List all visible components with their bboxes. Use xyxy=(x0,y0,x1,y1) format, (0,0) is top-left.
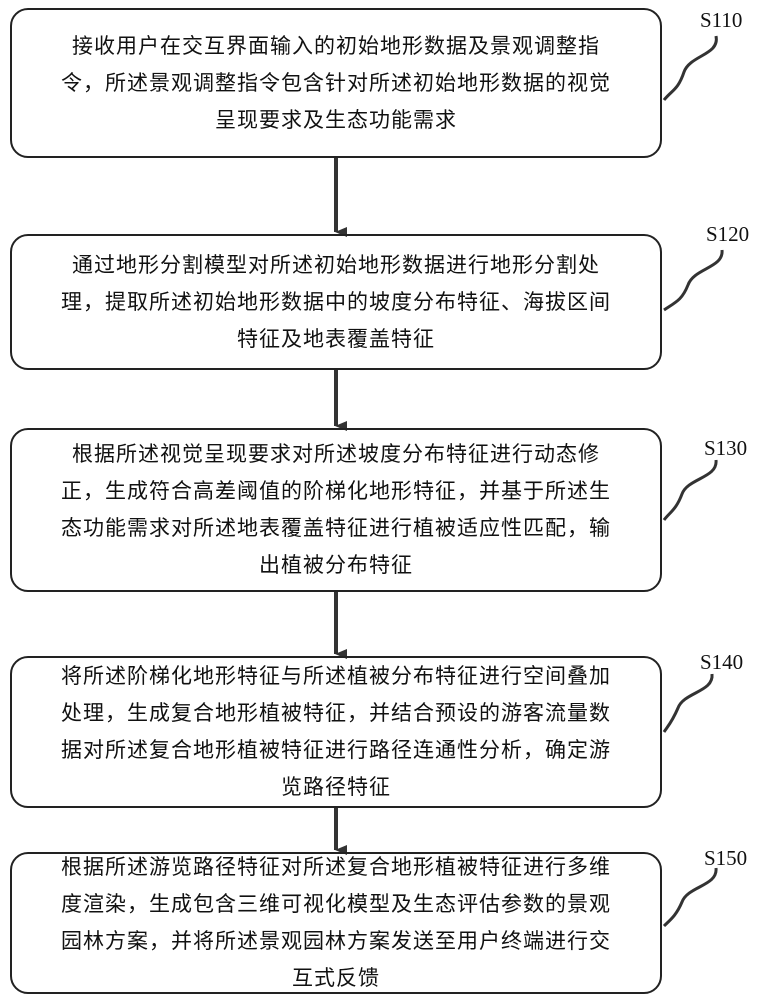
step-label-s110: S110 xyxy=(700,8,742,33)
step-label-s130: S130 xyxy=(704,436,747,461)
step-box-s150: 根据所述游览路径特征对所述复合地形植被特征进行多维 度渲染，生成包含三维可视化模… xyxy=(10,852,662,994)
step-text-line: 正，生成符合高差阈值的阶梯化地形特征，并基于所述生 xyxy=(61,473,611,510)
leader-s130 xyxy=(664,460,716,520)
step-text-line: 园林方案，并将所述景观园林方案发送至用户终端进行交 xyxy=(61,923,611,960)
step-box-s110: 接收用户在交互界面输入的初始地形数据及景观调整指 令，所述景观调整指令包含针对所… xyxy=(10,8,662,158)
leader-s120 xyxy=(664,250,722,310)
step-box-s140: 将所述阶梯化地形特征与所述植被分布特征进行空间叠加 处理，生成复合地形植被特征，… xyxy=(10,656,662,808)
step-text-line: 根据所述游览路径特征对所述复合地形植被特征进行多维 xyxy=(61,849,611,886)
step-text-line: 据对所述复合地形植被特征进行路径连通性分析，确定游 xyxy=(61,732,611,769)
step-text-line: 根据所述视觉呈现要求对所述坡度分布特征进行动态修 xyxy=(72,436,600,473)
step-box-s120: 通过地形分割模型对所述初始地形数据进行地形分割处 理，提取所述初始地形数据中的坡… xyxy=(10,234,662,370)
leader-s140 xyxy=(664,674,712,732)
step-text-line: 态功能需求对所述地表覆盖特征进行植被适应性匹配，输 xyxy=(61,510,611,547)
step-text-line: 出植被分布特征 xyxy=(259,547,413,584)
step-text-line: 互式反馈 xyxy=(292,960,380,997)
step-text-line: 处理，生成复合地形植被特征，并结合预设的游客流量数 xyxy=(61,695,611,732)
step-label-s140: S140 xyxy=(700,650,743,675)
step-text-line: 将所述阶梯化地形特征与所述植被分布特征进行空间叠加 xyxy=(61,658,611,695)
leader-s110 xyxy=(664,36,716,100)
step-text-line: 特征及地表覆盖特征 xyxy=(237,321,435,358)
step-text-line: 理，提取所述初始地形数据中的坡度分布特征、海拔区间 xyxy=(61,284,611,321)
step-text-line: 度渲染，生成包含三维可视化模型及生态评估参数的景观 xyxy=(61,886,611,923)
step-text-line: 呈现要求及生态功能需求 xyxy=(215,102,457,139)
step-text-line: 接收用户在交互界面输入的初始地形数据及景观调整指 xyxy=(72,28,600,65)
step-box-s130: 根据所述视觉呈现要求对所述坡度分布特征进行动态修 正，生成符合高差阈值的阶梯化地… xyxy=(10,428,662,592)
step-text-line: 通过地形分割模型对所述初始地形数据进行地形分割处 xyxy=(72,247,600,284)
step-text-line: 令，所述景观调整指令包含针对所述初始地形数据的视觉 xyxy=(61,65,611,102)
step-text-line: 览路径特征 xyxy=(281,769,391,806)
step-label-s120: S120 xyxy=(706,222,749,247)
step-label-s150: S150 xyxy=(704,846,747,871)
leader-s150 xyxy=(664,868,716,926)
